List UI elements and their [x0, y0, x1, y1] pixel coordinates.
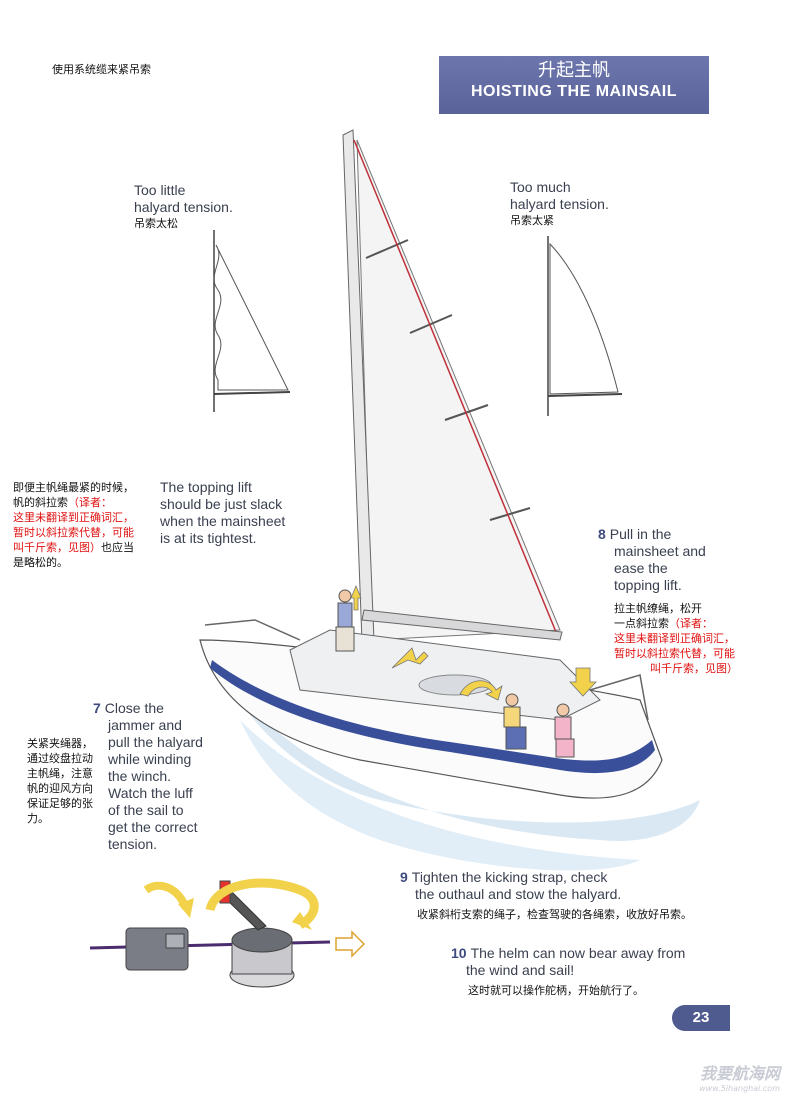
mini-sail-too-little	[213, 230, 291, 412]
step-8-cn: 拉主帆缭绳，松开 一点斜拉索（译者： 这里未翻译到正确词汇， 暂时以斜拉索代替，…	[614, 601, 784, 676]
batten-1	[365, 239, 409, 259]
batten-4	[489, 507, 531, 521]
step-7-cn-line-2: 通过绞盘拉动	[27, 752, 93, 765]
caption-too-little-cn: 吊索太松	[134, 217, 178, 230]
topping-lift-line-3: when the mainsheet	[160, 513, 286, 529]
step-7-line-4: while winding	[108, 751, 192, 767]
step-7-line-6: Watch the luff	[108, 785, 193, 801]
subtitle-cn: 使用系统缆来紧吊索	[52, 63, 151, 76]
step-8-line-2: mainsheet and	[614, 543, 706, 559]
watermark-brand: 我要航海网	[699, 1064, 780, 1083]
step-7-line-8: get the correct	[108, 819, 198, 835]
title-cn: 升起主帆	[538, 60, 610, 81]
crew-at-winch	[503, 693, 527, 750]
step-7-cn-line-5: 保证足够的张	[27, 797, 93, 810]
step-8-line-3: ease the	[614, 560, 668, 576]
crew-at-helm	[554, 703, 575, 758]
caption-too-little: Too little halyard tension. 吊索太松	[134, 182, 233, 231]
translator-note-close: 叫千斤索，见图）	[13, 541, 101, 554]
step-7-line-9: tension.	[108, 836, 158, 852]
mini-sail-too-much	[547, 236, 623, 416]
translator-note-open: （译者：	[68, 496, 112, 509]
topping-lift-line-4: is at its tightest.	[160, 530, 257, 546]
step-9-line-2: the outhaul and stow the halyard.	[415, 886, 622, 902]
caption-too-much-line2: halyard tension.	[510, 196, 609, 212]
boom	[361, 609, 563, 641]
step-8-line-4: topping lift.	[614, 577, 682, 593]
watermark-url: www.5ihanghai.com	[699, 1084, 780, 1093]
step-10-number: 10	[451, 945, 467, 961]
topping-lift-cn-line-2: 帆的斜拉索（译者：	[13, 496, 112, 509]
right-arrow-icon	[335, 930, 366, 958]
topping-lift-line-2: should be just slack	[160, 496, 283, 512]
step-8-cn-line-2: 一点斜拉索（译者：	[614, 617, 713, 630]
water-wash	[205, 640, 700, 841]
title-en: HOISTING THE MAINSAIL	[470, 83, 678, 100]
topping-lift-cn-line-3: 这里未翻译到正确词汇，	[13, 511, 134, 524]
water-wash-lower	[240, 720, 640, 871]
caption-too-much: Too much halyard tension. 吊索太紧	[510, 179, 609, 228]
step-8-cn-line-4: 暂时以斜拉索代替，可能	[614, 647, 735, 660]
topping-lift-cn-line-4: 暂时以斜拉索代替，可能	[13, 526, 134, 539]
step-10-line-2: the wind and sail!	[466, 962, 575, 978]
topping-lift-line-1: The topping lift	[160, 479, 252, 495]
step-9-cn: 收紧斜桁支索的绳子，检查驾驶的各绳索，收放好吊索。	[417, 908, 692, 921]
down-arrow-icon	[569, 667, 597, 697]
caption-too-much-cn: 吊索太紧	[510, 214, 554, 227]
topping-lift-cn-line-1: 即便主帆绳最紧的时候，	[13, 481, 134, 494]
step-9-line-1: Tighten the kicking strap, check	[411, 869, 608, 885]
topping-lift-cn-line-6: 是略松的。	[13, 556, 68, 569]
stern-rail	[589, 674, 649, 721]
down-left-arrow-icon	[391, 647, 429, 669]
step-7-number: 7	[93, 700, 101, 716]
step-7-cn-line-1: 关紧夹绳器，	[27, 737, 93, 750]
step-10-line-1: The helm can now bear away from	[470, 945, 686, 961]
step-7-line-7: of the sail to	[108, 802, 184, 818]
step-7-cn-line-4: 帆的迎风方向	[27, 782, 93, 795]
curved-arrow-icon	[459, 680, 503, 701]
page-number: 23	[672, 1005, 730, 1031]
batten-2	[409, 314, 453, 334]
watermark: 我要航海网 www.5ihanghai.com	[610, 1060, 780, 1104]
step-7-line-5: the winch.	[108, 768, 172, 784]
topping-lift-cn-line-5: 叫千斤索，见图）也应当	[13, 541, 134, 554]
step-8-line-1: Pull in the	[609, 526, 672, 542]
title-banner: 升起主帆 HOISTING THE MAINSAIL	[439, 56, 709, 114]
caption-too-much-line1: Too much	[510, 179, 571, 195]
step-7-cn-line-6: 力。	[27, 812, 49, 825]
step-7-cn: 关紧夹绳器， 通过绞盘拉动 主帆绳，注意 帆的迎风方向 保证足够的张 力。	[27, 736, 107, 826]
crew-at-mast	[335, 589, 355, 652]
step-7-line-1: Close the	[104, 700, 164, 716]
topping-lift-note-cn: 即便主帆绳最紧的时候， 帆的斜拉索（译者： 这里未翻译到正确词汇， 暂时以斜拉索…	[13, 480, 153, 570]
step-8-cn-line-1: 拉主帆缭绳，松开	[614, 602, 702, 615]
step-7-line-2: jammer and	[108, 717, 182, 733]
step-7-cn-line-3: 主帆绳，注意	[27, 767, 93, 780]
bow-rail	[204, 619, 301, 641]
step-8-number: 8	[598, 526, 606, 542]
hull-stripe	[210, 660, 655, 774]
step-7-line-3: pull the halyard	[108, 734, 203, 750]
winch-diagram	[89, 878, 366, 988]
caption-too-little-line2: halyard tension.	[134, 199, 233, 215]
topping-lift-line	[353, 139, 557, 633]
step-8-cn-line-5: 叫千斤索，见图）	[650, 662, 738, 675]
step-8-note-open: （译者：	[669, 617, 713, 630]
step-8-cn-line-3: 这里未翻译到正确词汇，	[614, 632, 735, 645]
step-9-number: 9	[400, 869, 408, 885]
up-arrow-icon	[350, 584, 362, 611]
caption-too-little-line1: Too little	[134, 182, 186, 198]
topping-lift-note: The topping lift should be just slack wh…	[160, 479, 285, 547]
step-10-cn: 这时就可以操作舵柄，开始航行了。	[468, 984, 644, 997]
